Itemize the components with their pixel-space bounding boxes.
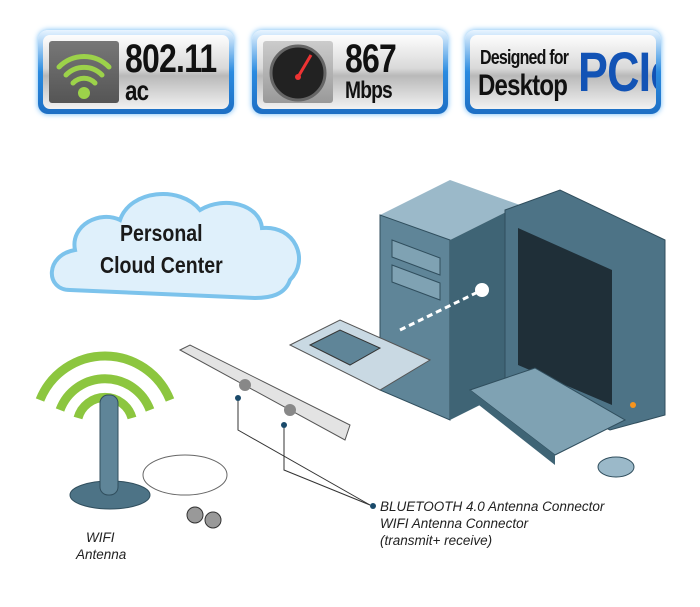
pcie-card bbox=[178, 319, 432, 441]
wifi-icon bbox=[49, 41, 119, 103]
badge-867mbps: 867 Mbps bbox=[252, 30, 448, 114]
badge-line1: Designed for bbox=[480, 47, 569, 69]
badge-pcie: Designed for Desktop PCIe bbox=[465, 30, 661, 114]
badge-line2: Desktop bbox=[478, 69, 568, 102]
keyboard bbox=[468, 367, 627, 465]
connector-label-line3: (transmit+ receive) bbox=[380, 533, 493, 548]
cloud-icon bbox=[49, 192, 301, 301]
badge-title: 802.11 bbox=[125, 37, 217, 81]
antenna-label-line1: WIFI bbox=[86, 530, 115, 545]
badge-80211ac: 802.11 ac bbox=[38, 30, 234, 114]
badge-subtitle: Mbps bbox=[345, 77, 393, 104]
connector-label-line2: WIFI Antenna Connector bbox=[380, 516, 529, 531]
antenna-label-line2: Antenna bbox=[76, 547, 127, 562]
monitor bbox=[504, 189, 666, 431]
badge-subtitle: ac bbox=[125, 75, 149, 106]
wifi-antenna bbox=[35, 351, 228, 529]
mouse bbox=[597, 456, 635, 478]
connector-label-line1: BLUETOOTH 4.0 Antenna Connector bbox=[380, 499, 605, 514]
cloud-title-line2: Cloud Center bbox=[100, 252, 223, 278]
speedometer-icon bbox=[263, 41, 333, 103]
badge-title: 867 bbox=[345, 37, 397, 81]
cloud-title-line1: Personal bbox=[120, 220, 203, 246]
pcie-logo: PCIe bbox=[578, 40, 656, 103]
